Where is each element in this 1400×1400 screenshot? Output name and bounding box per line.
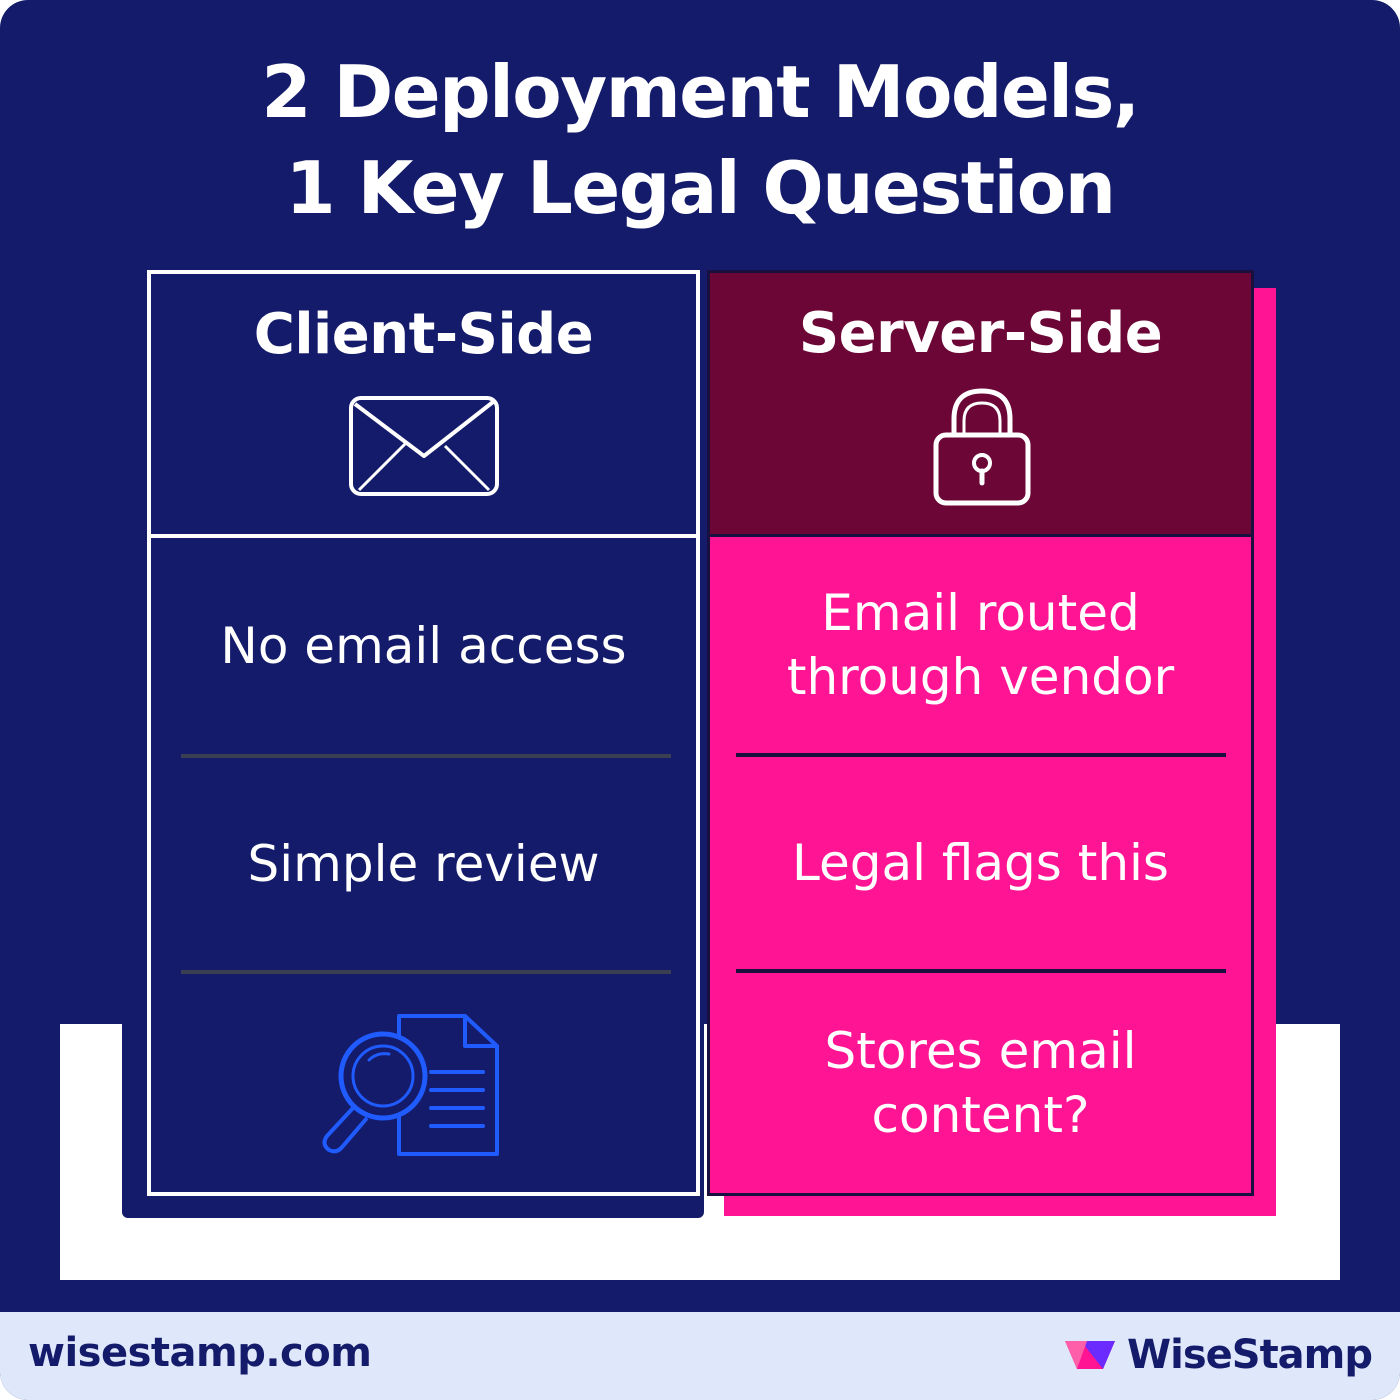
brand-logo[interactable]: WiseStamp	[1063, 1330, 1373, 1380]
server-side-heading: Server-Side	[798, 301, 1163, 366]
client-side-heading: Client-Side	[253, 302, 594, 367]
brand-name: WiseStamp	[1126, 1332, 1373, 1378]
client-side-divider-1	[181, 754, 671, 758]
client-side-row-2-text: Simple review	[247, 835, 600, 893]
envelope-icon	[349, 396, 499, 496]
footer-url-link[interactable]: wisestamp.com	[28, 1330, 372, 1376]
wisestamp-logo-icon	[1064, 1341, 1115, 1369]
client-side-header: Client-Side	[151, 274, 696, 538]
client-side-row-2: Simple review	[151, 758, 696, 970]
server-side-divider-2	[736, 969, 1226, 973]
client-side-row-1: No email access	[151, 538, 696, 754]
infographic-title: 2 Deployment Models, 1 Key Legal Questio…	[0, 44, 1400, 236]
server-side-row-3-text: Stores email content?	[824, 1022, 1137, 1144]
padlock-icon	[933, 388, 1031, 506]
server-side-column: Server-Side Email routed through vendor …	[707, 270, 1254, 1196]
server-side-row-1: Email routed through vendor	[710, 537, 1251, 753]
client-side-row-1-text: No email access	[220, 617, 627, 675]
server-side-row-1-text: Email routed through vendor	[786, 584, 1175, 706]
server-side-row-2: Legal flags this	[710, 757, 1251, 969]
client-side-divider-2	[181, 970, 671, 974]
server-side-divider-1	[736, 753, 1226, 757]
magnifier-document-icon	[322, 1014, 499, 1156]
title-line-2: 1 Key Legal Question	[285, 146, 1116, 230]
server-side-row-2-text: Legal flags this	[792, 834, 1169, 892]
server-side-header: Server-Side	[710, 273, 1251, 537]
client-side-column: Client-Side No email access Simple revie…	[147, 270, 700, 1196]
footer-bar: wisestamp.com WiseStamp	[0, 1312, 1400, 1400]
title-line-1: 2 Deployment Models,	[261, 50, 1140, 134]
server-side-row-3: Stores email content?	[710, 973, 1251, 1193]
